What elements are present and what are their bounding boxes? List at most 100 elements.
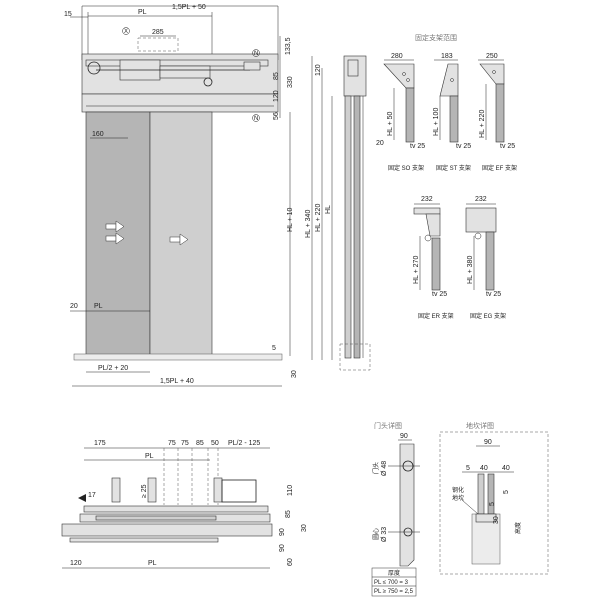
svg-text:HL + 220: HL + 220 bbox=[479, 110, 486, 138]
dim-20-left: 20 bbox=[70, 303, 78, 310]
side-leaf-1 bbox=[344, 95, 352, 359]
pulley-right bbox=[203, 77, 213, 87]
floor-detail: 地坎详图 90 5 40 40 5 钢化 地坎 5 30 高度 bbox=[439, 421, 549, 575]
marker-n-bottom: N bbox=[254, 116, 258, 122]
thickness-table bbox=[371, 567, 417, 597]
caption-so: 固定 SO 支架 bbox=[388, 164, 424, 172]
svg-text:HL + 100: HL + 100 bbox=[433, 108, 440, 136]
caption-st: 固定 ST 支架 bbox=[436, 164, 471, 172]
marker-n-bottom-circle bbox=[252, 114, 260, 122]
dim-285: 285 bbox=[152, 29, 164, 36]
svg-text:250: 250 bbox=[486, 53, 498, 60]
marker-n-top: N bbox=[254, 51, 258, 57]
svg-text:tv 25: tv 25 bbox=[456, 143, 471, 150]
arrow-right-leaf bbox=[169, 233, 189, 246]
plan-dim-75b: 75 bbox=[181, 440, 189, 447]
bracket-er: 232 HL + 270 tv 25 固定 ER 支架 bbox=[413, 196, 454, 320]
floor-dim-90: 90 bbox=[484, 439, 492, 446]
floor-dim-30: 30 bbox=[493, 516, 500, 524]
hole-top-label: 门头 bbox=[372, 462, 380, 474]
front-elevation: 1,5PL + 50 PL 15 X 285 N N 133,5 85 120 … bbox=[64, 4, 298, 387]
dim-160: 160 bbox=[92, 131, 104, 138]
plan-dim-pl-top: PL bbox=[145, 453, 154, 460]
bracket-title: 固定支架范围 bbox=[415, 33, 457, 42]
plan-dim-85: 85 bbox=[196, 440, 204, 447]
plan-view: 175 75 75 85 50 PL/2 - 125 PL ≥ 25 17 11… bbox=[61, 440, 308, 569]
arrow-left-leaf-2 bbox=[105, 232, 125, 245]
caption-ef: 固定 EF 支架 bbox=[482, 164, 517, 172]
plan-dim-90b: 90 bbox=[279, 544, 286, 552]
side-dim-hl340: HL + 340 bbox=[305, 210, 312, 238]
dim-56: 56 bbox=[273, 112, 280, 120]
bracket-st: 183 HL + 100 tv 25 固定 ST 支架 bbox=[433, 53, 471, 172]
arrow-left-leaf-1 bbox=[105, 220, 125, 233]
floor-label-track: 地坎 bbox=[452, 494, 464, 502]
thickness-rule-1: PL ≤ 700 = 3 bbox=[374, 580, 409, 586]
dim-pl2-20: PL/2 + 20 bbox=[98, 365, 128, 372]
svg-text:183: 183 bbox=[441, 53, 453, 60]
plan-dim-25: ≥ 25 bbox=[141, 484, 148, 498]
svg-text:HL + 380: HL + 380 bbox=[467, 256, 474, 284]
dim-hl-10: HL + 10 bbox=[287, 207, 294, 232]
svg-text:tv 25: tv 25 bbox=[432, 291, 447, 298]
floor-label-glass: 钢化 bbox=[452, 486, 464, 494]
svg-text:tv 25: tv 25 bbox=[410, 143, 425, 150]
hole-top-dia: Ø 48 bbox=[381, 461, 388, 476]
bracket-section: 固定支架范围 280 HL + 50 tv 25 固定 SO 支架 183 HL… bbox=[383, 33, 517, 320]
thickness-label: 厚度 bbox=[388, 569, 400, 577]
floor-dim-5c: 5 bbox=[489, 502, 496, 506]
side-leaf-2 bbox=[353, 95, 361, 359]
bracket-so: 280 HL + 50 tv 25 固定 SO 支架 bbox=[383, 53, 425, 172]
thickness-rule-2: PL ≥ 750 = 2,5 bbox=[374, 589, 414, 595]
bracket-eg: 232 HL + 380 tv 25 固定 EG 支架 bbox=[465, 196, 506, 320]
hole-bottom-dia: Ø 33 bbox=[381, 527, 388, 542]
dim-85: 85 bbox=[273, 72, 280, 80]
dim-5: 5 bbox=[272, 345, 276, 352]
floor-dim-40a: 40 bbox=[480, 465, 488, 472]
marker-x: X bbox=[124, 29, 128, 35]
floor-dim-40b: 40 bbox=[502, 465, 510, 472]
plan-dim-50: 50 bbox=[211, 440, 219, 447]
svg-text:tv 25: tv 25 bbox=[500, 143, 515, 150]
plan-dim-pl-bottom: PL bbox=[148, 560, 157, 567]
svg-text:HL + 270: HL + 270 bbox=[413, 256, 420, 284]
plan-dim-30: 30 bbox=[301, 524, 308, 532]
plan-dim-120: 120 bbox=[70, 560, 82, 567]
plan-dim-110: 110 bbox=[287, 485, 294, 496]
floor-detail-title: 地坎详图 bbox=[466, 421, 494, 430]
floor-label-depth: 高度 bbox=[514, 522, 522, 534]
dim-30: 30 bbox=[291, 370, 298, 378]
door-leaf-right bbox=[149, 111, 213, 357]
plan-dim-175: 175 bbox=[94, 440, 106, 447]
dim-330: 330 bbox=[287, 76, 294, 88]
side-dim-hl220: HL + 220 bbox=[315, 204, 322, 232]
side-dim-20: 20 bbox=[376, 140, 384, 147]
plan-dim-60: 60 bbox=[287, 558, 294, 566]
bracket-ef: 250 HL + 220 tv 25 固定 EF 支架 bbox=[478, 53, 517, 172]
dim-120: 120 bbox=[273, 90, 280, 102]
hole-bottom-label: 圆心 bbox=[373, 528, 380, 540]
dim-pl-left: PL bbox=[94, 303, 103, 310]
plan-dim-pl2-125: PL/2 - 125 bbox=[228, 440, 260, 447]
floor-dim-5b: 5 bbox=[503, 490, 510, 494]
svg-text:232: 232 bbox=[475, 196, 487, 203]
side-dim-hl: HL bbox=[325, 205, 332, 214]
marker-x-circle bbox=[122, 27, 130, 35]
caption-eg: 固定 EG 支架 bbox=[470, 312, 506, 320]
dim-15: 15 bbox=[64, 11, 72, 18]
svg-text:tv 25: tv 25 bbox=[486, 291, 501, 298]
header-detail: 门头详图 90 门头 Ø 48 圆心 Ø 33 厚度 PL ≤ 700 = 3 … bbox=[371, 421, 420, 597]
side-view: 120 HL + 340 HL + 220 HL 20 bbox=[305, 55, 384, 371]
pulley-left bbox=[87, 61, 101, 75]
caption-er: 固定 ER 支架 bbox=[418, 312, 454, 320]
floor-dim-5a: 5 bbox=[466, 465, 470, 472]
plan-dim-90: 90 bbox=[279, 528, 286, 536]
dim-133-5: 133,5 bbox=[285, 37, 292, 55]
svg-text:HL + 50: HL + 50 bbox=[387, 111, 394, 136]
header-dim-90: 90 bbox=[400, 433, 408, 440]
door-leaf-left bbox=[85, 111, 151, 357]
svg-text:280: 280 bbox=[391, 53, 403, 60]
marker-n-top-circle bbox=[252, 49, 260, 57]
plan-dim-75a: 75 bbox=[168, 440, 176, 447]
